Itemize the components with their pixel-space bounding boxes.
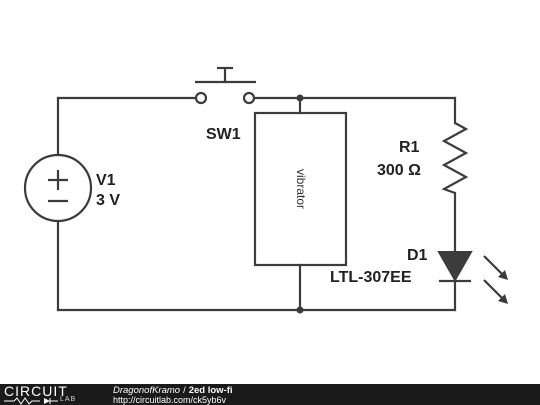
circuit-title[interactable]: 2ed low-fi: [188, 385, 233, 396]
logo-subword: LAB: [60, 396, 77, 403]
junction-bottom: [296, 306, 304, 314]
d1-name-label: D1: [407, 247, 428, 264]
circuitlab-logo: CIRCUIT LAB: [4, 384, 104, 405]
v1-name-label: V1: [96, 172, 116, 189]
junction-top: [296, 94, 304, 102]
voltage-source-v1: [23, 153, 93, 223]
vibrator-box: [253, 111, 348, 267]
led-d1: [437, 251, 473, 283]
vibrator-label: vibrator: [294, 169, 308, 209]
v1-value-label: 3 V: [96, 192, 120, 209]
logo-wordmark: CIRCUIT: [4, 383, 68, 399]
sw1-name-label: SW1: [206, 126, 241, 143]
r1-name-label: R1: [399, 139, 420, 156]
resistor-zigzag-icon: [4, 397, 58, 405]
footer-bar: CIRCUIT LAB DragonofKramo/2ed low-fi htt…: [0, 384, 540, 405]
light-emission-arrows-icon: [483, 255, 508, 304]
meta-separator: /: [183, 385, 186, 396]
circuit-meta: DragonofKramo/2ed low-fi: [113, 386, 233, 396]
d1-part-label: LTL-307EE: [330, 269, 412, 286]
pushbutton-sw1: [194, 66, 256, 105]
r1-value-label: 300 Ω: [377, 162, 421, 179]
circuit-url-link[interactable]: http://circuitlab.com/ck5yb6v: [113, 395, 227, 405]
circuit-schematic: V1 3 V SW1 vibrator R1 300 Ω D1 LTL-307E…: [23, 66, 508, 314]
author-name[interactable]: DragonofKramo: [113, 385, 181, 396]
resistor-r1: [441, 122, 469, 195]
